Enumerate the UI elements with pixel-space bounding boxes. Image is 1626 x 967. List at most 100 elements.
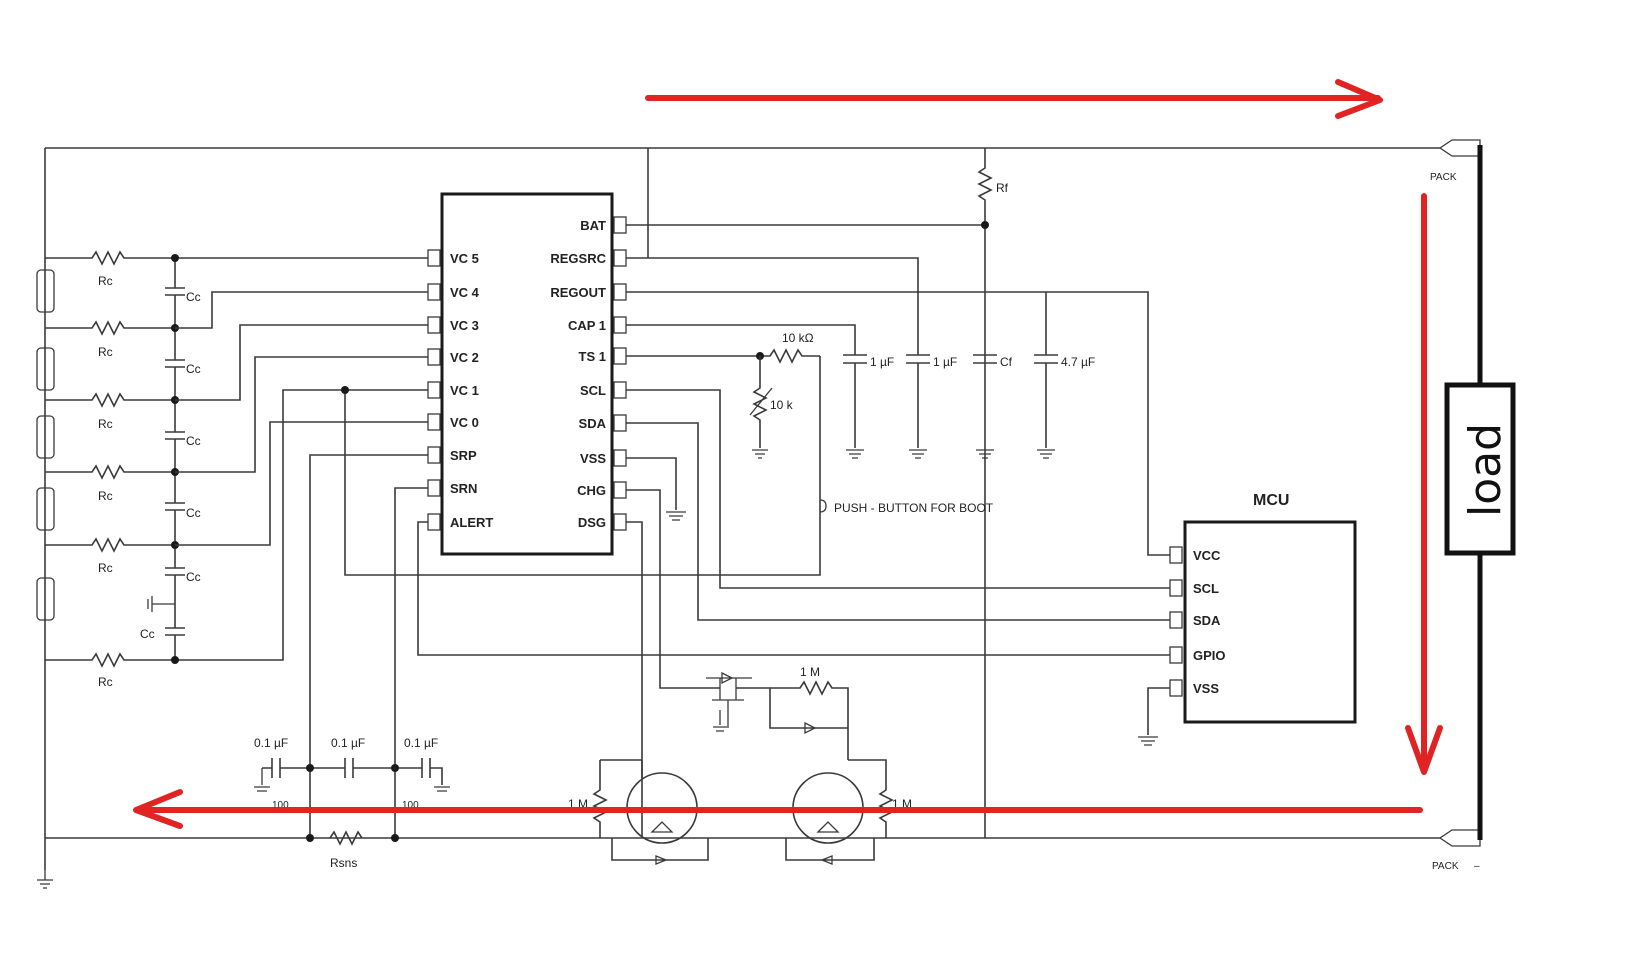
ic-pin-label-left: VC 3: [450, 318, 479, 333]
rc-label-3: Rc: [98, 417, 113, 431]
cell-1: [36, 269, 55, 313]
regsrc-regout: [626, 257, 1170, 556]
ic-pin-label-left: VC 4: [450, 285, 480, 300]
load-element: load: [1444, 145, 1516, 840]
ic-pin-label-right: SDA: [579, 416, 607, 431]
top-rail: [44, 147, 1440, 870]
current-flow-arrows: [133, 79, 1443, 829]
mcu-pin-box: [1169, 611, 1183, 629]
bms-ic: [440, 192, 614, 556]
ic-pin-box-right: [613, 513, 627, 531]
i2c-routing: [626, 389, 1170, 838]
ic-pin-box-left: [427, 283, 441, 301]
ic-pin-box-left: [427, 446, 441, 464]
thermistor-label: 10 k: [770, 398, 794, 412]
mcu-pin-label: SCL: [1193, 581, 1219, 596]
ic-pin-box-right: [613, 381, 627, 399]
rsns-label: Rsns: [330, 856, 357, 870]
cap-1uf-b-label: 1 µF: [933, 355, 957, 369]
ic-pin-box-right: [613, 481, 627, 499]
r1m-top-label: 1 M: [800, 665, 820, 679]
ic-pin-label-left: ALERT: [450, 515, 493, 530]
cap-1uf-a-label: 1 µF: [870, 355, 894, 369]
ic-pin-box-left: [427, 249, 441, 267]
sense-routing: [309, 356, 1170, 838]
ic-pin-label-right: DSG: [578, 515, 606, 530]
rf-label: Rf: [996, 181, 1009, 195]
cc-label-2: Cc: [186, 362, 201, 376]
ic-pin-label-right: CHG: [577, 483, 606, 498]
ic-pin-label-left: VC 5: [450, 251, 479, 266]
cell-5: [36, 577, 55, 621]
ic-pin-label-left: SRP: [450, 448, 477, 463]
ic-pin-box-left: [427, 348, 441, 366]
cc-label-4: Cc: [186, 506, 201, 520]
ic-pin-label-left: VC 0: [450, 415, 479, 430]
cap-01uf-c-label: 0.1 µF: [404, 736, 438, 750]
mcu-pin-box: [1169, 579, 1183, 597]
ic-pin-label-right: CAP 1: [568, 318, 606, 333]
arrow-bottom: [133, 789, 1423, 829]
load-label: load: [1460, 423, 1511, 517]
ic-pin-box-right: [613, 249, 627, 267]
mcu-pin-label: SDA: [1193, 613, 1221, 628]
rc-label-2: Rc: [98, 345, 113, 359]
ic-pin-box-right: [613, 216, 627, 234]
mcu-pin-label: VSS: [1193, 681, 1219, 696]
rc-filter-network: Rc Rc Rc Rc Rc Rc Cc Cc Cc Cc Cc Cc: [45, 250, 428, 689]
cc-label-6: Cc: [140, 627, 155, 641]
ts1-thermistor: 10 kΩ 10 k: [626, 331, 820, 459]
ic-pin-box-left: [427, 479, 441, 497]
cell-3: [36, 415, 55, 459]
cc-label-1: Cc: [186, 290, 201, 304]
ic-pin-label-right: BAT: [580, 218, 606, 233]
ic-pin-label-left: VC 1: [450, 383, 479, 398]
r100-a-label: 100: [272, 800, 289, 811]
ic-pin-box-right: [613, 283, 627, 301]
ic-pin-box-right: [613, 414, 627, 432]
cap-47uf-label: 4.7 µF: [1061, 355, 1095, 369]
ic-pin-label-left: VC 2: [450, 350, 479, 365]
mcu-title: MCU: [1253, 492, 1289, 509]
pack-plus-terminal: PACK: [1430, 139, 1481, 183]
pack-minus-sign: –: [1474, 861, 1480, 872]
sense-caps: 0.1 µF 0.1 µF 0.1 µF 100 100 Rsns: [254, 736, 450, 870]
cell-4: [36, 487, 55, 531]
pack-plus-label: PACK: [1430, 172, 1457, 183]
arrow-right: [1405, 193, 1443, 775]
mcu-block: MCU: [1138, 492, 1357, 746]
r100-b-label: 100: [402, 800, 419, 811]
boot-label: PUSH - BUTTON FOR BOOT: [834, 501, 994, 515]
rc-label-6: Rc: [98, 675, 113, 689]
ic-pin-box-left: [427, 513, 441, 531]
ic-pin-label-right: REGSRC: [550, 251, 606, 266]
cc-label-3: Cc: [186, 434, 201, 448]
ic-pin-box-right: [613, 449, 627, 467]
ic-pin-box-left: [427, 381, 441, 399]
cap1-network: [626, 324, 856, 355]
boot-button: PUSH - BUTTON FOR BOOT: [819, 499, 994, 515]
ground-symbol-main: [37, 870, 53, 889]
cell-2: [36, 347, 55, 391]
bat-rf-network: Rf: [626, 148, 1009, 838]
mcu-pin-label: GPIO: [1193, 648, 1226, 663]
ic-pin-label-left: SRN: [450, 481, 477, 496]
pack-minus-label: PACK: [1432, 861, 1459, 872]
rc-label-1: Rc: [98, 274, 113, 288]
mcu-pin-box: [1169, 546, 1183, 564]
ic-pin-box-left: [427, 316, 441, 334]
r10k-label: 10 kΩ: [782, 331, 814, 345]
battery-cells: [36, 269, 55, 621]
mcu-pin-box: [1169, 646, 1183, 664]
ic-pin-label-right: TS 1: [579, 349, 606, 364]
rc-label-4: Rc: [98, 489, 113, 503]
ic-pin-box-right: [613, 347, 627, 365]
ic-pin-box-left: [427, 413, 441, 431]
mcu-pin-box: [1169, 679, 1183, 697]
cf-label: Cf: [1000, 355, 1013, 369]
ic-pin-label-right: VSS: [580, 451, 606, 466]
